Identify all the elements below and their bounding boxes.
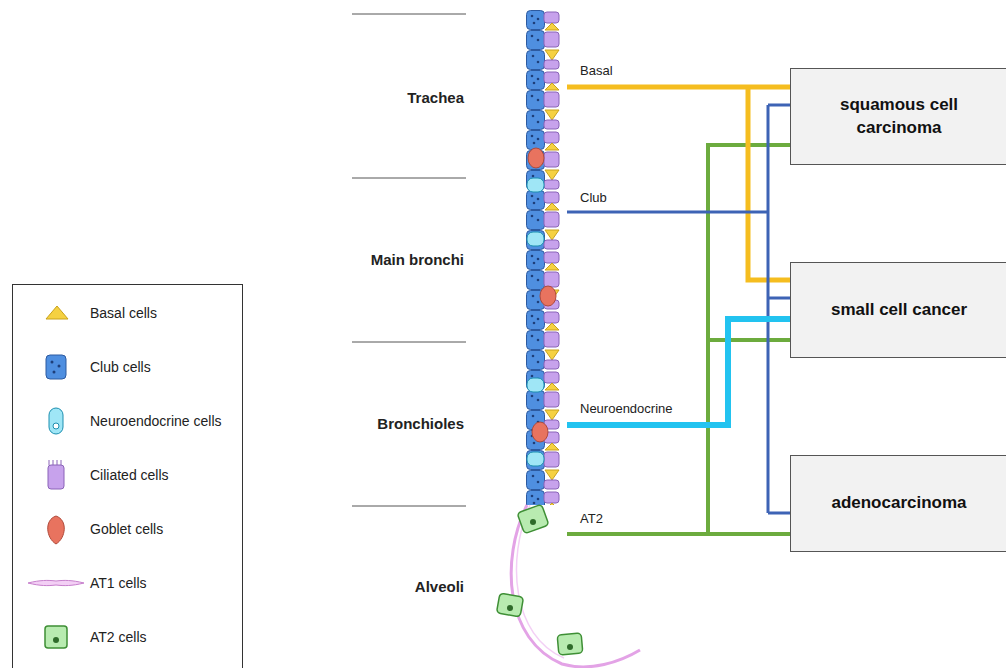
legend-text: AT1 cells [90,575,147,591]
legend-text: Goblet cells [90,521,163,537]
region-label: Bronchioles [377,415,464,432]
cancer-type-text: squamous cell carcinoma [813,94,985,138]
region-label: Alveoli [415,578,464,595]
region-label: Main bronchi [371,251,464,268]
cancer-type-text: adenocarcinoma [831,492,966,514]
legend-text: AT2 cells [90,629,147,645]
legend-text: Club cells [90,359,151,375]
legend-text: Neuroendocrine cells [90,413,222,429]
legend-text: Ciliated cells [90,467,169,483]
cancer-type-box: squamous cell carcinoma [790,68,1006,165]
cancer-type-text: small cell cancer [831,299,967,321]
cancer-type-box: adenocarcinoma [790,455,1006,552]
cell-line-label: Basal [580,63,613,78]
cell-line-label: AT2 [580,511,603,526]
cell-line-label: Club [580,190,607,205]
cell-line-label: Neuroendocrine [580,401,673,416]
region-label: Trachea [407,89,464,106]
legend-text: Basal cells [90,305,157,321]
cancer-type-box: small cell cancer [790,262,1006,358]
